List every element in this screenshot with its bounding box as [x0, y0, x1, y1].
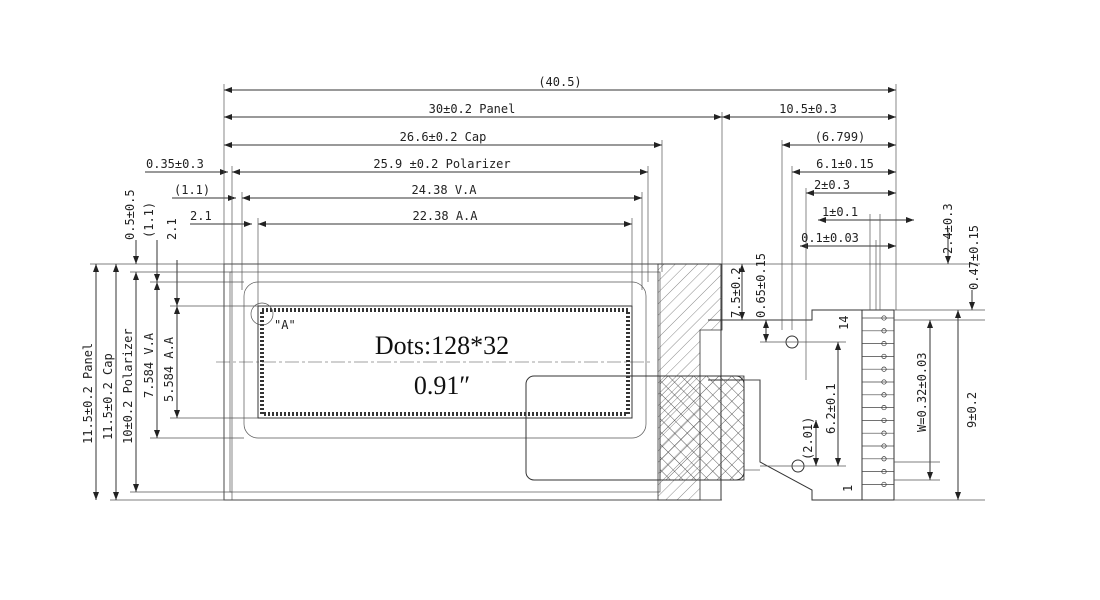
dim-aa-offset: 2.1 [190, 209, 212, 223]
fpc-pin-pad [881, 417, 887, 423]
dim-fpc-c: 6.1±0.15 [816, 157, 874, 171]
pin-label-1: 1 [841, 485, 855, 492]
vdim-right-b: 0.47±0.15 [967, 225, 981, 290]
vertical-dimension-lines-left [93, 240, 180, 500]
fpc-pin-pad [881, 405, 887, 411]
dim-right-total: 10.5±0.3 [779, 102, 837, 116]
dim-cap: 26.6±0.2 Cap [400, 130, 487, 144]
active-area [216, 305, 650, 419]
dim-polarizer-offset: 0.35±0.3 [146, 157, 204, 171]
dim-overall: (40.5) [538, 75, 581, 89]
extension-lines [223, 84, 897, 500]
vertical-extension-lines-left [130, 271, 258, 493]
fpc-pin-pad [881, 353, 887, 359]
vdim-pin-width: W=0.32±0.03 [915, 353, 929, 432]
fpc-pin-pad [881, 481, 887, 487]
vertical-extension-lines-right [722, 263, 985, 501]
fpc-pin-pad [881, 443, 887, 449]
dim-polarizer: 25.9 ±0.2 Polarizer [373, 157, 510, 171]
fpc-pin-pad [881, 379, 887, 385]
pin-label-14: 14 [837, 316, 851, 330]
dim-aa: 22.38 A.A [412, 209, 478, 223]
dim-fpc-e: 1±0.1 [822, 205, 858, 219]
detail-a-label: "A" [274, 318, 296, 332]
dots-label: Dots:128*32 [375, 331, 509, 360]
dim-fpc-d: 2±0.3 [814, 178, 850, 192]
panel-body [90, 263, 722, 501]
vdim-aa: 5.584 A.A [162, 336, 176, 402]
fpc-pin-pad [881, 392, 887, 398]
vdim-panel: 11.5±0.2 Panel [81, 343, 95, 444]
vdim-right-a: 2.4±0.3 [941, 203, 955, 254]
dim-va-offset: (1.1) [174, 183, 210, 197]
vdim-top-b: (1.1) [142, 202, 156, 238]
fpc-connector [708, 309, 895, 501]
vdim-polarizer: 10±0.2 Polarizer [121, 328, 135, 444]
fpc-pin-pad [881, 315, 887, 321]
vdim-cap: 11.5±0.2 Cap [101, 353, 115, 440]
vdim-va: 7.584 V.A [142, 332, 156, 398]
detail-a-circle [250, 302, 274, 326]
vdim-fpc-height: 9±0.2 [965, 392, 979, 428]
fpc-pin-pad [881, 328, 887, 334]
seal-region [525, 263, 745, 501]
dim-panel: 30±0.2 Panel [429, 102, 516, 116]
fpc-pin-pad [881, 469, 887, 475]
vdim-fpc-a: 7.5±0.2 [729, 267, 743, 318]
dim-fpc-f: 0.1±0.03 [801, 231, 859, 245]
fpc-pin-pad [881, 341, 887, 347]
dim-fpc-b: (6.799) [815, 130, 866, 144]
vdim-top-c: 2.1 [165, 218, 179, 240]
fpc-pin-pad [881, 430, 887, 436]
vertical-dimension-lines-right [739, 230, 975, 500]
vdim-fpc-b: 0.65±0.15 [754, 253, 768, 318]
vdim-fpc-d: (2.01) [801, 417, 815, 460]
horizontal-dimension-lines [145, 87, 914, 249]
vdim-top-a: 0.5±0.5 [123, 189, 137, 240]
dim-va: 24.38 V.A [411, 183, 477, 197]
vdim-fpc-c: 6.2±0.1 [824, 383, 838, 434]
fpc-pin-pad [881, 456, 887, 462]
size-label: 0.91″ [414, 371, 470, 400]
fpc-pins [862, 315, 894, 487]
fpc-pin-pad [881, 366, 887, 372]
